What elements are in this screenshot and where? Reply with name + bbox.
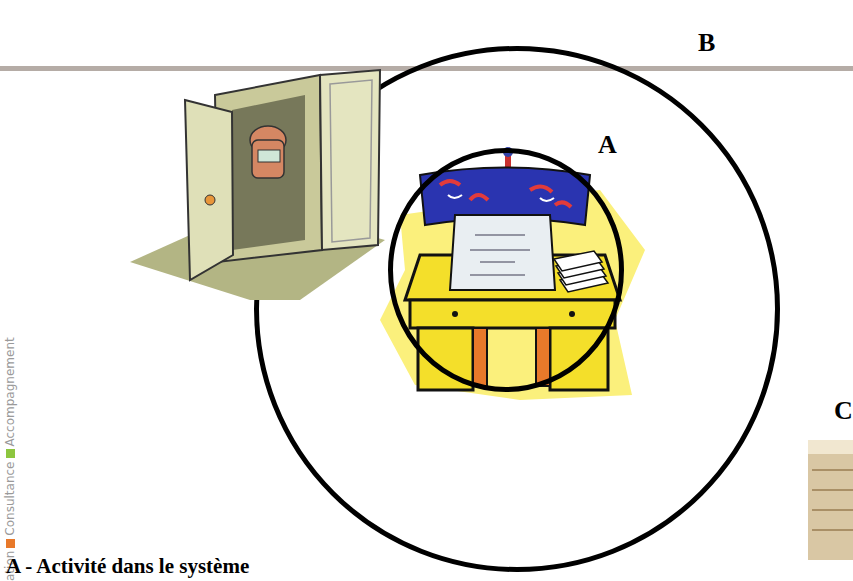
watermark-square [6,449,15,458]
watermark-word: Accompagnement [3,337,17,446]
circle-outline [254,46,780,572]
watermark-word: Consultance [3,461,17,535]
watermark: ation Consultance Accompagnement [2,337,18,581]
desk-illustration [380,147,645,400]
zone-letter: A [598,132,617,158]
circle-border [391,151,622,390]
archive-photo [808,440,853,560]
zone-letter: B [698,30,715,56]
circle-zone: A [388,148,624,392]
zone-letter: C [834,398,853,424]
legend-note: A - Activité dans le système [6,556,249,577]
circle-outline [388,148,624,392]
circle-border [257,49,778,570]
circle-zone: BA [254,46,780,572]
watermark-square [6,539,15,548]
watermark-word: ation [3,551,17,581]
